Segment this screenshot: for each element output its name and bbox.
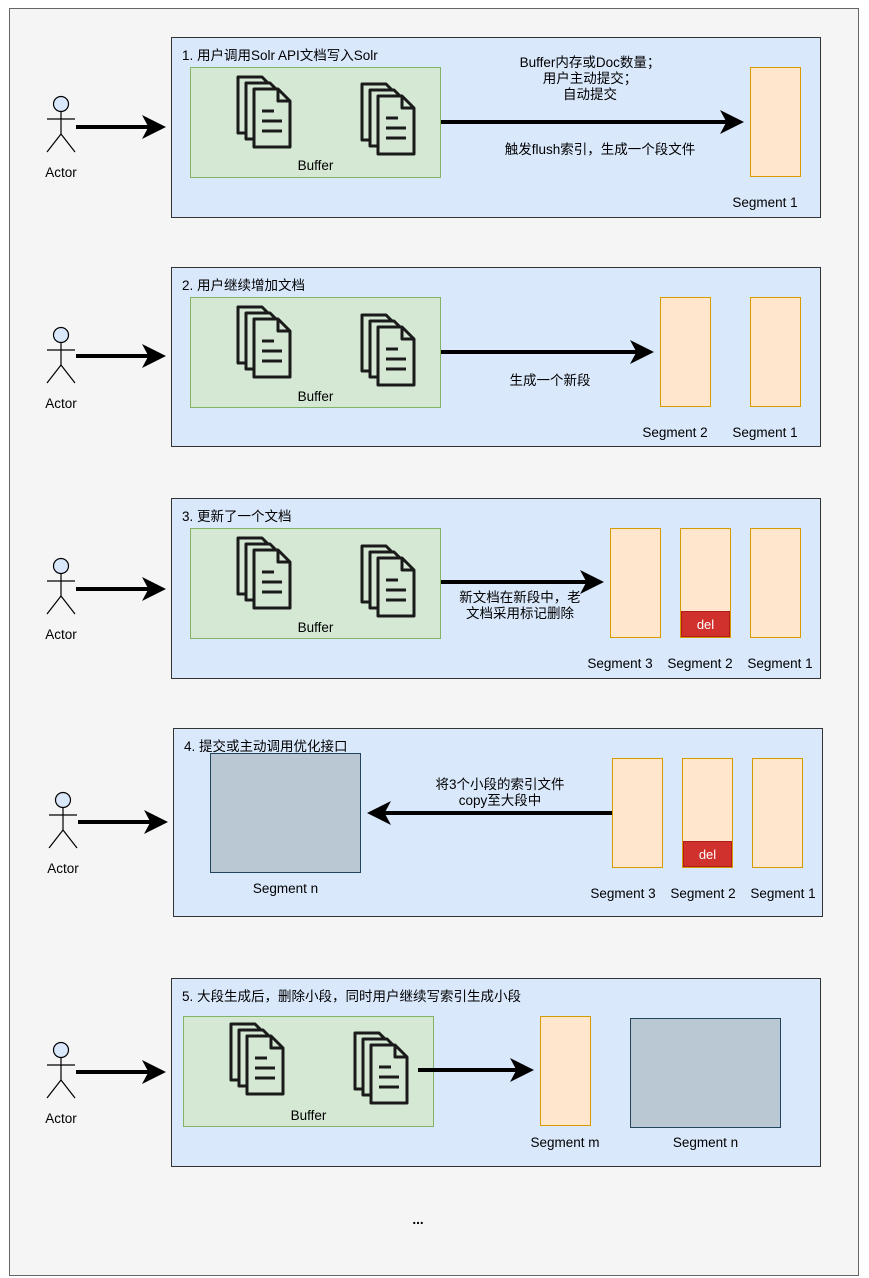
step-4-segment-2-label: Segment 2 — [670, 886, 736, 901]
step-5-segment-n-label: Segment n — [672, 1135, 739, 1150]
step-4-segment-n-label: Segment n — [252, 881, 319, 896]
step-4-segment-1-label: Segment 1 — [750, 886, 816, 901]
step-3-segment-3 — [610, 528, 661, 638]
step-4-del-marker: del — [683, 841, 732, 867]
continuation-ellipsis: ... — [412, 1212, 424, 1227]
step-2-segment-2 — [660, 297, 711, 407]
step-5-buffer-label: Buffer — [290, 1108, 327, 1123]
step-3-segment-2-label: Segment 2 — [667, 656, 733, 671]
step-3-mark-delete-text: 新文档在新段中，老 文档采用标记删除 — [459, 590, 581, 621]
step-2-buffer-label: Buffer — [297, 389, 334, 404]
step-1-trigger-text: Buffer内存或Doc数量； 用户主动提交； 自动提交 — [519, 55, 661, 102]
step-2-new-segment-text: 生成一个新段 — [509, 373, 591, 388]
step-2-segment-1 — [750, 297, 801, 407]
step-1-segment-1-label: Segment 1 — [732, 195, 798, 210]
step-4-segment-3 — [612, 758, 663, 868]
step-3-segment-1 — [750, 528, 801, 638]
actor-icon-5 — [46, 1041, 76, 1099]
actor-icon-4 — [48, 791, 78, 849]
step-1-flush-text: 触发flush索引，生成一个段文件 — [504, 142, 696, 157]
document-stack-icon — [229, 1022, 285, 1096]
actor-label-3: Actor — [45, 627, 77, 642]
step-5-title: 5. 大段生成后，删除小段，同时用户继续写索引生成小段 — [182, 989, 522, 1004]
actor-icon-1 — [46, 95, 76, 153]
actor-label-5: Actor — [45, 1111, 77, 1126]
step-4-segment-3-label: Segment 3 — [590, 886, 656, 901]
document-stack-icon — [236, 75, 292, 149]
document-stack-icon — [353, 1031, 409, 1105]
step-5-segment-m-label: Segment m — [530, 1135, 600, 1150]
document-stack-icon — [236, 536, 292, 610]
step-1-segment-1 — [750, 67, 801, 177]
actor-label-2: Actor — [45, 396, 77, 411]
step-4-segment-1 — [752, 758, 803, 868]
actor-icon-3 — [46, 557, 76, 615]
step-3-segment-1-label: Segment 1 — [747, 656, 813, 671]
step-1-title: 1. 用户调用Solr API文档写入Solr — [182, 48, 378, 63]
document-stack-icon — [360, 313, 416, 387]
step-3-buffer-label: Buffer — [297, 620, 334, 635]
step-4-segment-2: del — [682, 758, 733, 868]
step-4-segment-n — [210, 753, 361, 873]
step-5-segment-n — [630, 1018, 781, 1128]
step-4-merge-text: 将3个小段的索引文件 copy至大段中 — [435, 777, 565, 808]
step-4-title: 4. 提交或主动调用优化接口 — [184, 739, 348, 754]
step-2-segment-1-label: Segment 1 — [732, 425, 798, 440]
step-5-segment-m — [540, 1016, 591, 1126]
step-3-del-marker: del — [681, 611, 730, 637]
step-2-title: 2. 用户继续增加文档 — [182, 278, 306, 293]
document-stack-icon — [236, 305, 292, 379]
actor-label-4: Actor — [47, 861, 79, 876]
document-stack-icon — [360, 82, 416, 156]
step-1-buffer-label: Buffer — [297, 158, 334, 173]
step-3-segment-3-label: Segment 3 — [587, 656, 653, 671]
document-stack-icon — [360, 544, 416, 618]
actor-icon-2 — [46, 326, 76, 384]
step-3-title: 3. 更新了一个文档 — [182, 509, 292, 524]
actor-label-1: Actor — [45, 165, 77, 180]
step-3-segment-2: del — [680, 528, 731, 638]
step-2-segment-2-label: Segment 2 — [642, 425, 708, 440]
